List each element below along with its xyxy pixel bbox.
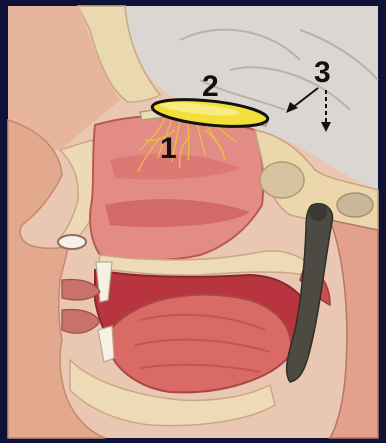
label-1: 1 [160,132,177,165]
label-3: 3 [314,56,331,89]
sphenoid-sinus [260,162,304,198]
sinus-opening [337,193,373,217]
nostril [58,235,86,249]
label-2: 2 [202,70,219,103]
tube-opening [309,203,327,221]
